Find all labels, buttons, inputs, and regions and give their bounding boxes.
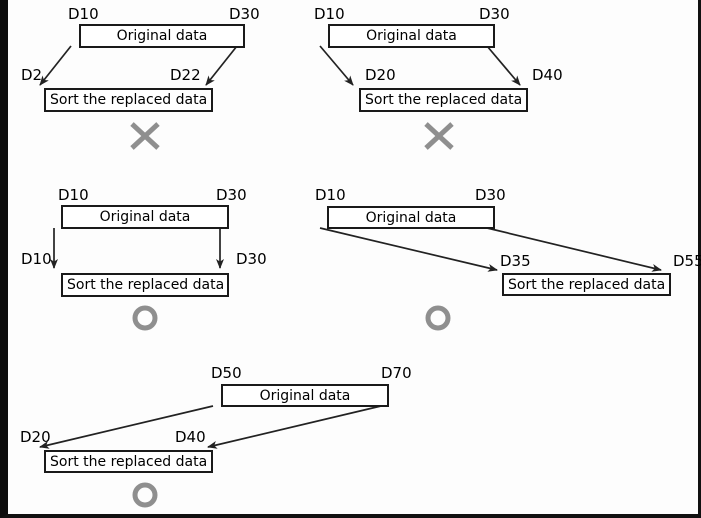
case-5-original-box: Original data (221, 384, 389, 407)
case-3-original-start-label: D10 (58, 186, 89, 204)
case-5-sorted-end-label: D40 (175, 428, 206, 446)
case-4-sorted-box: Sort the replaced data (502, 273, 671, 296)
case-3-sorted-end-label: D30 (236, 250, 267, 268)
case-5-sorted-box: Sort the replaced data (44, 450, 213, 473)
connectors-case-4 (319, 227, 662, 272)
case-4-verdict-circle-icon (425, 305, 451, 331)
case-1-verdict-cross-icon (130, 122, 160, 150)
case-2-sorted-start-label: D20 (365, 66, 396, 84)
case-1-original-start-label: D10 (68, 5, 99, 23)
case-2-original-box: Original data (328, 24, 495, 48)
case-2-original-end-label: D30 (479, 5, 510, 23)
case-2-sorted-end-label: D40 (532, 66, 563, 84)
case-4-sorted-end-label: D55 (673, 252, 701, 270)
connectors-case-3 (50, 228, 224, 269)
case-2-sorted-box: Sort the replaced data (359, 88, 528, 112)
case-4-original-end-label: D30 (475, 186, 506, 204)
case-2-original-start-label: D10 (314, 5, 345, 23)
case-5-original-end-label: D70 (381, 364, 412, 382)
case-5-verdict-circle-icon (132, 482, 158, 508)
case-1-sorted-start-label: D2 (21, 66, 43, 84)
case-4-sorted-start-label: D35 (500, 252, 531, 270)
connectors-case-1 (39, 45, 238, 86)
case-2-verdict-cross-icon (424, 122, 454, 150)
case-1-sorted-end-label: D22 (170, 66, 201, 84)
case-4-original-start-label: D10 (315, 186, 346, 204)
connectors-case-5 (39, 405, 382, 449)
case-3-original-box: Original data (61, 205, 229, 229)
case-3-original-end-label: D30 (216, 186, 247, 204)
case-1-original-end-label: D30 (229, 5, 260, 23)
case-3-sorted-box: Sort the replaced data (61, 273, 229, 297)
connectors-case-2 (319, 45, 521, 86)
case-4-original-box: Original data (327, 206, 495, 229)
case-3-verdict-circle-icon (132, 305, 158, 331)
case-1-sorted-box: Sort the replaced data (44, 88, 213, 112)
case-1-original-box: Original data (79, 24, 245, 48)
case-3-sorted-start-label: D10 (21, 250, 52, 268)
case-5-sorted-start-label: D20 (20, 428, 51, 446)
case-5-original-start-label: D50 (211, 364, 242, 382)
